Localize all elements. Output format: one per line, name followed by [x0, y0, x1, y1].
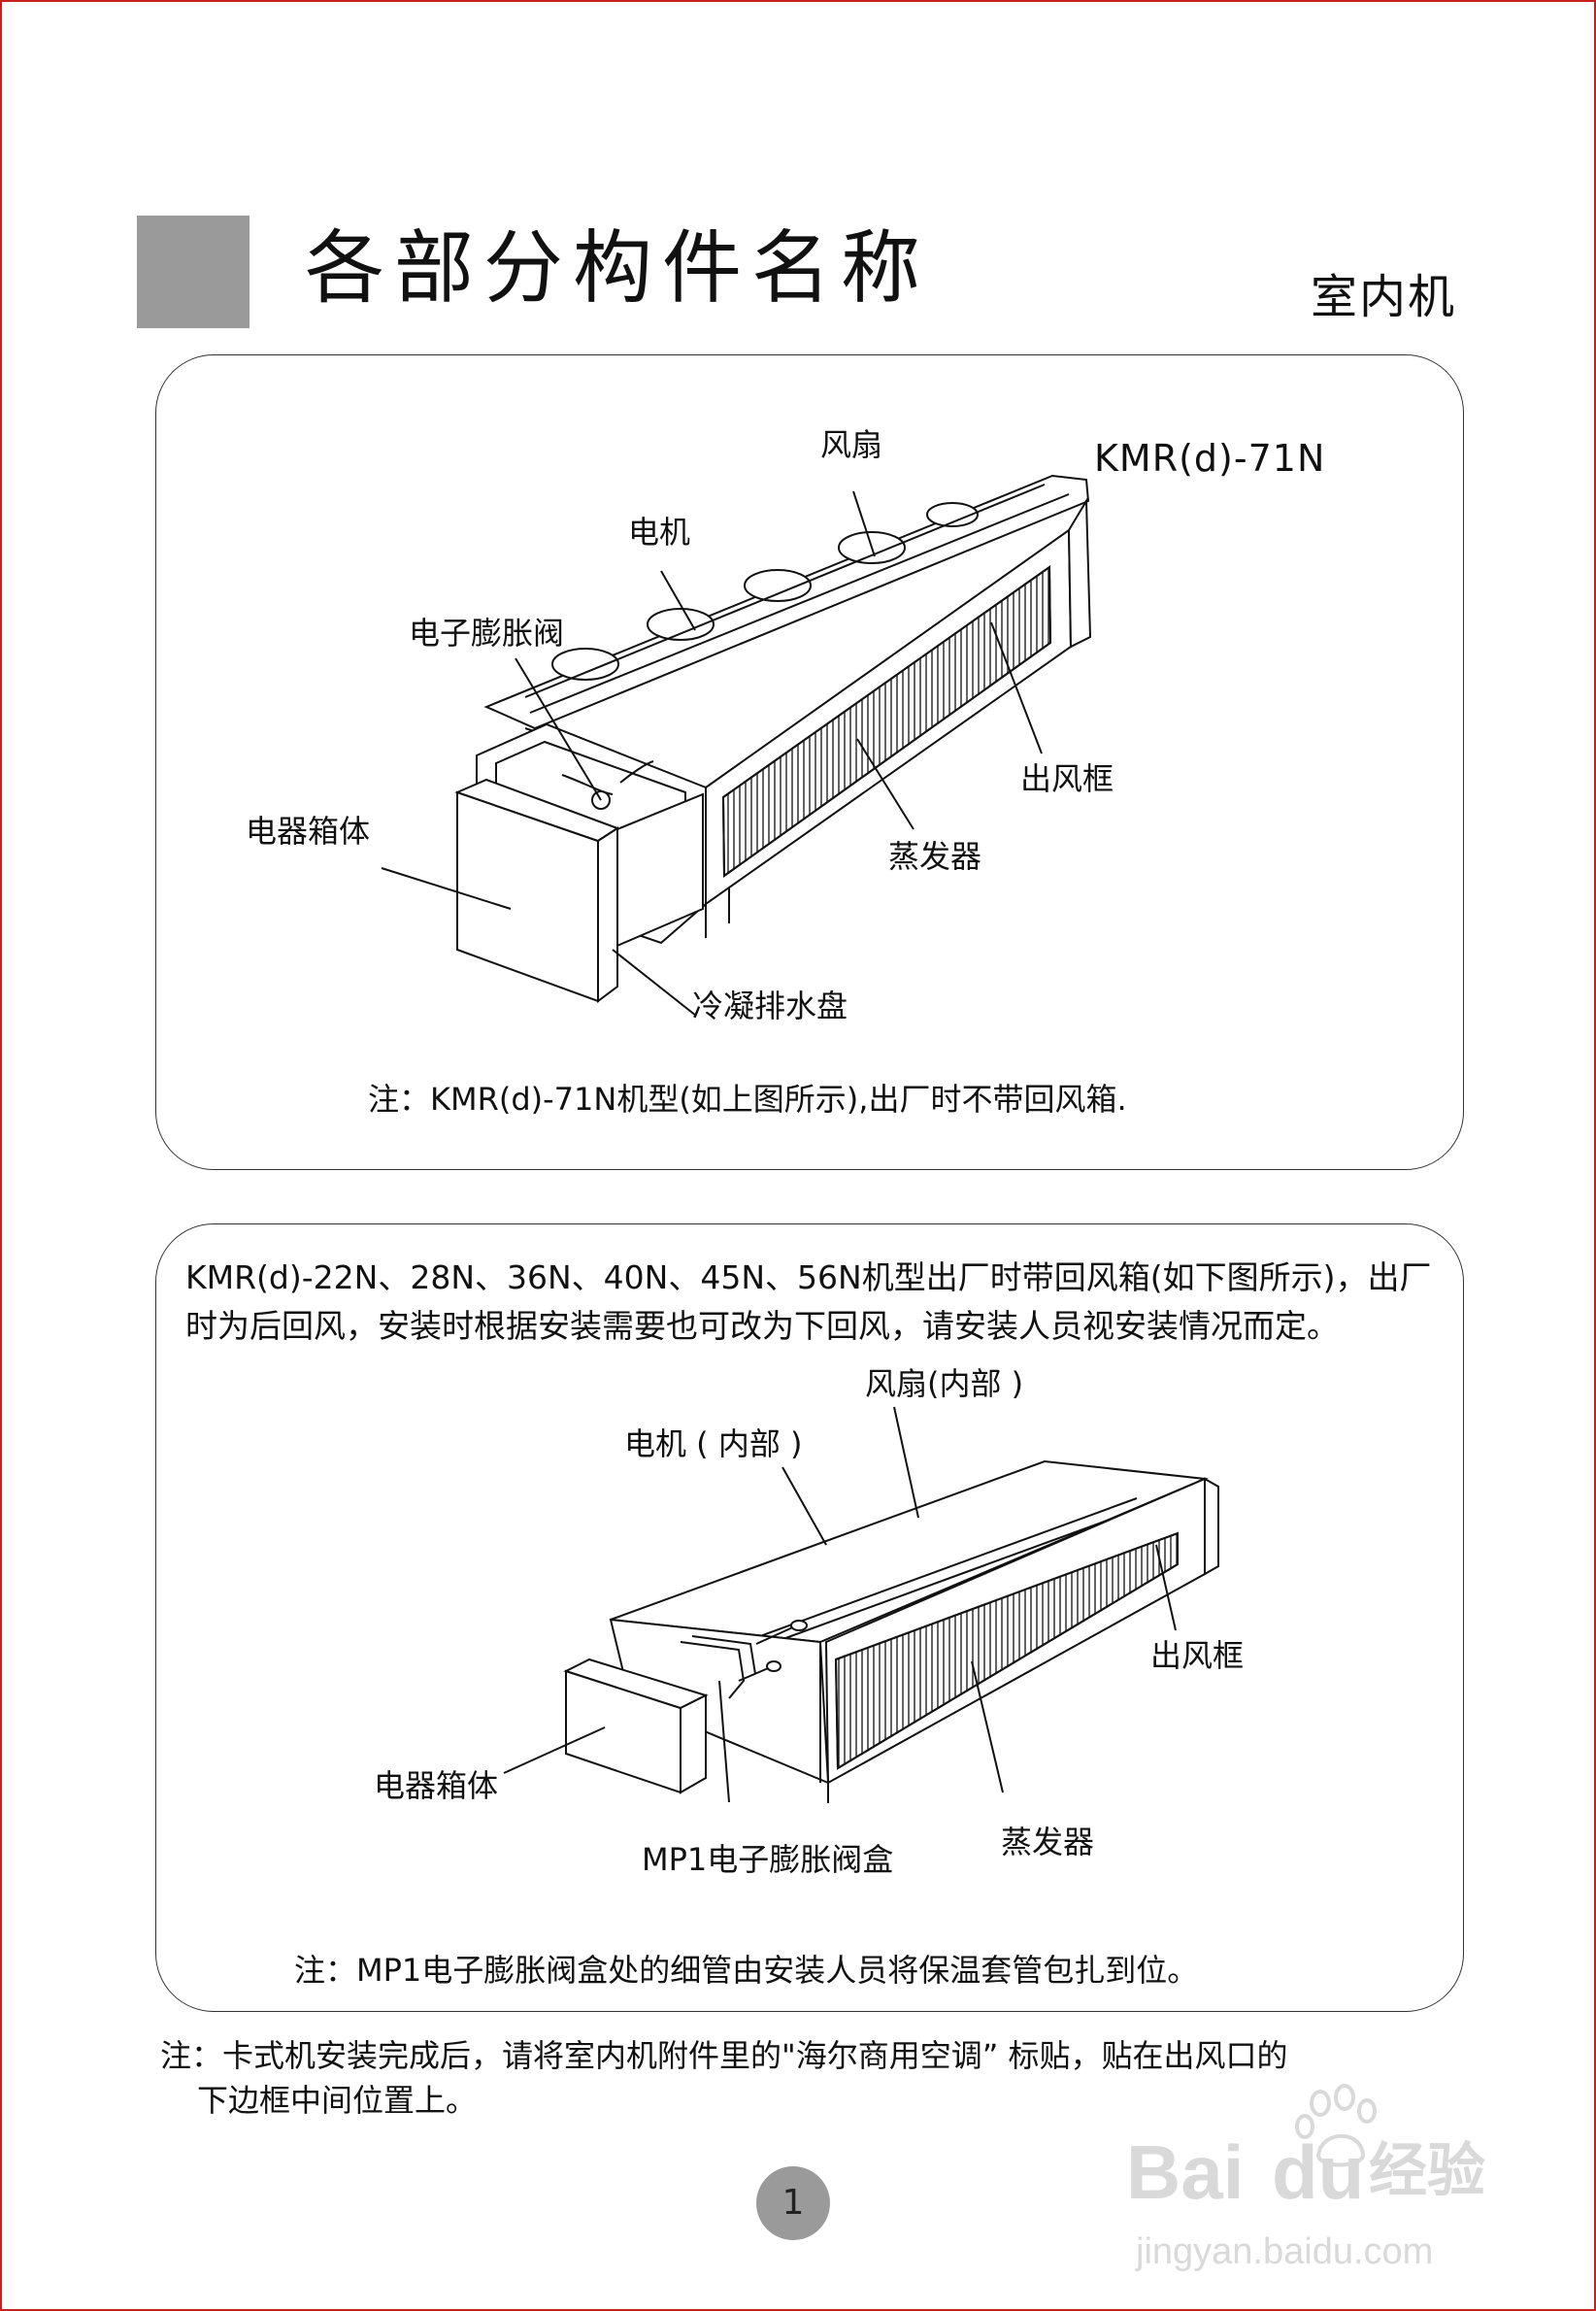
- page-number-badge: 1: [756, 2166, 830, 2240]
- electrical-box-label: 电器箱体: [246, 813, 371, 850]
- expansion-valve-label: 电子膨胀阀: [409, 615, 565, 652]
- footnote-line-2: 下边框中间位置上。: [197, 2082, 478, 2119]
- unit-type-label: 室内机: [1311, 270, 1457, 324]
- page-number: 1: [781, 2183, 805, 2223]
- drain-pan-label: 冷凝排水盘: [692, 988, 848, 1024]
- evaporator-label: 蒸发器: [888, 838, 982, 875]
- watermark-brand-2: du: [1272, 2129, 1365, 2215]
- valve-box-label: MP1电子膨胀阀盒: [642, 1841, 894, 1878]
- fan-label: 风扇: [820, 426, 883, 463]
- intro-text: KMR(d)-22N、28N、36N、40N、45N、56N机型出厂时带回风箱(…: [185, 1254, 1457, 1351]
- panel2-note: 注：MP1电子膨胀阀盒处的细管由安装人员将保温套管包扎到位。: [294, 1952, 1199, 1989]
- baidu-watermark: Bai du 经验 jingyan.baidu.com: [1126, 2078, 1495, 2282]
- model-22n-56n-panel: KMR(d)-22N、28N、36N、40N、45N、56N机型出厂时带回风箱(…: [155, 1223, 1464, 2012]
- footnote-line-1: 注：卡式机安装完成后，请将室内机附件里的"海尔商用空调” 标贴，贴在出风口的: [160, 2037, 1288, 2074]
- intro-line-2: 时为后回风，安装时根据安装需要也可改为下回风，请安装人员视安装情况而定。: [185, 1307, 1339, 1345]
- footnote: 注：卡式机安装完成后，请将室内机附件里的"海尔商用空调” 标贴，贴在出风口的 下…: [160, 2033, 1287, 2123]
- section-marker: [137, 216, 249, 328]
- fan-internal-label: 风扇(内部 ): [865, 1365, 1024, 1402]
- outlet-frame-label-2: 出风框: [1150, 1637, 1245, 1674]
- unit-22n-56n-diagram: [503, 1406, 1219, 1803]
- watermark-brand: Bai: [1126, 2129, 1245, 2215]
- model-71n-panel: KMR(d)-71N 风扇 电机 电子膨胀阀 电器箱体 出风框 蒸发器 冷凝排水…: [155, 354, 1464, 1170]
- model-label: KMR(d)-71N: [1094, 437, 1326, 480]
- evaporator-label-2: 蒸发器: [1001, 1824, 1095, 1860]
- intro-line-1: KMR(d)-22N、28N、36N、40N、45N、56N机型出厂时带回风箱(…: [185, 1258, 1432, 1296]
- outlet-frame-label: 出风框: [1020, 760, 1114, 797]
- motor-internal-label: 电机 ( 内部 ): [624, 1425, 803, 1462]
- page-title: 各部分构件名称: [305, 222, 931, 315]
- watermark-url: jingyan.baidu.com: [1136, 2231, 1434, 2272]
- motor-label: 电机: [628, 514, 691, 551]
- watermark-suffix: 经验: [1369, 2138, 1485, 2203]
- unit-71n-diagram: [381, 474, 1092, 1017]
- electrical-box-label-2: 电器箱体: [374, 1767, 499, 1804]
- paw-icon: [1295, 2084, 1377, 2167]
- panel1-note: 注：KMR(d)-71N机型(如上图所示),出厂时不带回风箱.: [368, 1081, 1127, 1118]
